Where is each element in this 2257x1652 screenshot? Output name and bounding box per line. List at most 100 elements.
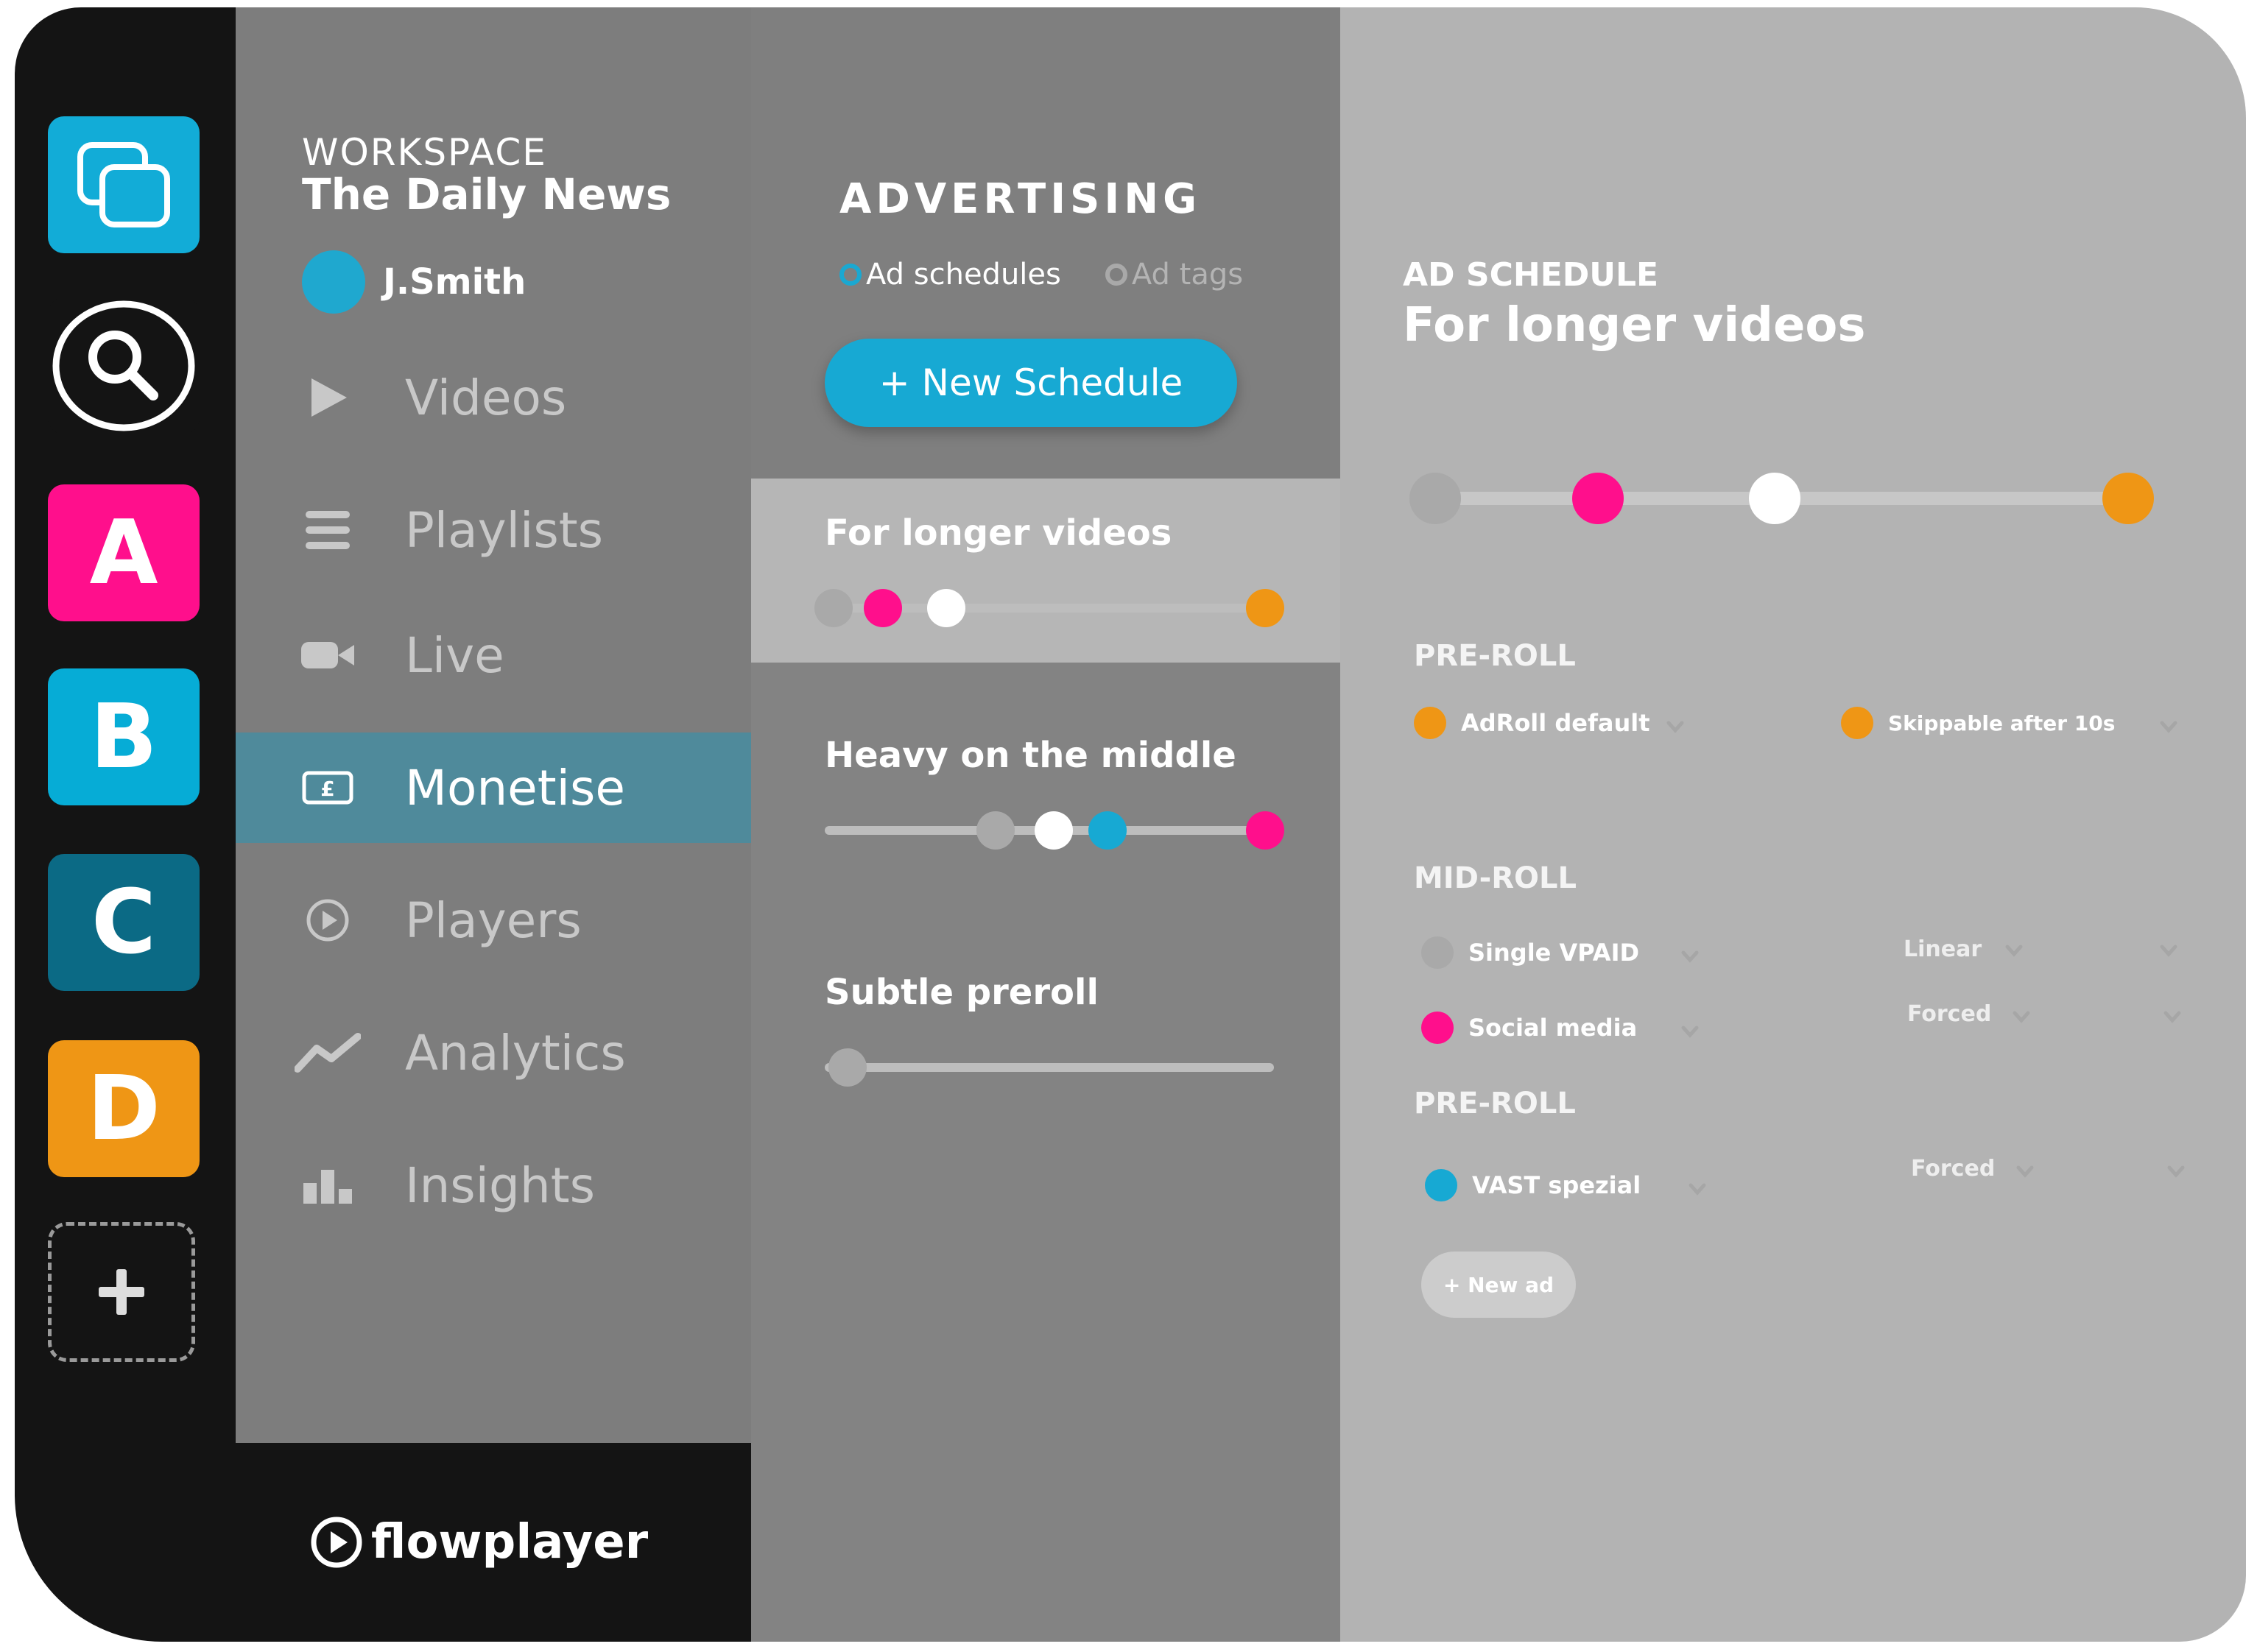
ad-marker	[1841, 707, 1873, 739]
ad-type-label: Linear	[1904, 936, 1982, 962]
workspace-tile-a[interactable]: A	[48, 484, 200, 621]
nav-item-label: Players	[405, 892, 582, 949]
section-title: ADVERTISING	[839, 175, 1202, 223]
nav-item-videos[interactable]: Videos	[236, 342, 751, 453]
timeline-marker[interactable]	[2102, 473, 2154, 524]
bar-chart-icon	[295, 1152, 361, 1218]
library-icon	[77, 142, 170, 227]
new-ad-button[interactable]: + New ad	[1421, 1252, 1576, 1318]
nav-item-insights[interactable]: Insights	[236, 1130, 751, 1240]
ad-item[interactable]: Social media	[1421, 1012, 1637, 1044]
ad-name: VAST spezial	[1472, 1171, 1641, 1199]
timeline-marker[interactable]	[1035, 811, 1074, 850]
chevron-down-icon[interactable]	[1686, 1178, 1708, 1200]
radio-icon	[839, 264, 862, 286]
ad-marker	[1425, 1169, 1457, 1201]
workspace-tile-d[interactable]: D	[48, 1040, 200, 1177]
group-heading: PRE-ROLL	[1414, 1087, 1576, 1120]
camera-icon	[295, 622, 361, 688]
ad-item[interactable]: AdRoll default	[1414, 707, 1650, 739]
user-name: J.Smith	[383, 261, 527, 303]
nav-item-players[interactable]: Players	[236, 865, 751, 975]
play-icon	[295, 364, 361, 431]
chevron-down-icon[interactable]	[2161, 1006, 2183, 1028]
ad-name: AdRoll default	[1461, 709, 1650, 737]
chevron-down-icon[interactable]	[1679, 945, 1701, 967]
schedule-timeline	[825, 1048, 1274, 1087]
radio-icon	[1105, 264, 1127, 286]
app-window: A B C D WORKSPACE The Daily News J.Smith…	[15, 7, 2246, 1642]
nav-item-live[interactable]: Live	[236, 600, 751, 710]
avatar	[302, 250, 365, 314]
library-button[interactable]	[48, 116, 200, 253]
chevron-down-icon[interactable]	[2014, 1160, 2036, 1182]
timeline-marker[interactable]	[1245, 811, 1284, 850]
tab-label: Ad tags	[1131, 258, 1244, 292]
detail-kicker: AD SCHEDULE	[1403, 256, 1659, 294]
brand-name: flowplayer	[371, 1515, 649, 1570]
svg-text:£: £	[320, 777, 334, 801]
ad-name: Single VPAID	[1468, 939, 1640, 967]
timeline-marker[interactable]	[864, 589, 903, 627]
workspace-rail: A B C D	[15, 7, 236, 1642]
timeline-marker[interactable]	[1409, 473, 1462, 524]
advertising-tabs: Ad schedules Ad tags	[839, 258, 1243, 292]
schedule-list: Heavy on the middle Subtle preroll	[751, 663, 1340, 1642]
workspace-letter: C	[91, 871, 157, 974]
chevron-down-icon[interactable]	[1664, 716, 1686, 738]
timeline-marker[interactable]	[828, 1048, 867, 1087]
timeline-marker[interactable]	[814, 589, 853, 627]
timeline-marker[interactable]	[926, 589, 965, 627]
timeline-marker[interactable]	[1088, 811, 1127, 850]
user-profile[interactable]: J.Smith	[302, 250, 526, 314]
chevron-down-icon[interactable]	[2010, 1006, 2032, 1028]
plus-icon	[99, 1269, 144, 1315]
workspace-name: The Daily News	[302, 169, 672, 219]
add-workspace-button[interactable]	[48, 1222, 195, 1362]
tab-label: Ad schedules	[866, 258, 1061, 292]
workspace-tile-c[interactable]: C	[48, 854, 200, 991]
workspace-letter: B	[90, 685, 158, 788]
schedule-card[interactable]: Subtle preroll	[825, 972, 1296, 1097]
timeline-marker[interactable]	[1572, 473, 1624, 524]
timeline-marker[interactable]	[1245, 589, 1284, 627]
ad-item[interactable]: VAST spezial	[1425, 1169, 1641, 1201]
nav-item-label: Monetise	[405, 759, 625, 816]
ad-item[interactable]: Single VPAID	[1421, 936, 1639, 969]
schedule-card[interactable]: Heavy on the middle	[825, 735, 1296, 860]
nav-item-playlists[interactable]: Playlists	[236, 475, 751, 585]
ad-name: Social media	[1468, 1014, 1638, 1042]
chevron-down-icon[interactable]	[2165, 1160, 2187, 1182]
tab-ad-tags[interactable]: Ad tags	[1105, 258, 1243, 292]
new-schedule-button[interactable]: + New Schedule	[825, 339, 1237, 427]
tab-ad-schedules[interactable]: Ad schedules	[839, 258, 1061, 292]
list-icon	[295, 497, 361, 563]
schedule-selected-row: For longer videos	[751, 479, 1340, 663]
schedule-card[interactable]: For longer videos	[814, 512, 1296, 638]
detail-title: For longer videos	[1403, 298, 1866, 353]
chevron-down-icon[interactable]	[1679, 1020, 1701, 1042]
workspace-label: WORKSPACE	[302, 131, 547, 174]
nav-item-label: Analytics	[405, 1024, 626, 1081]
ad-marker	[1421, 936, 1454, 969]
timeline-marker[interactable]	[976, 811, 1015, 850]
workspace-letter: D	[87, 1057, 161, 1160]
ad-name: Skippable after 10s	[1888, 710, 2116, 735]
search-button[interactable]	[48, 297, 200, 434]
chevron-down-icon[interactable]	[2158, 716, 2180, 738]
workspace-tile-b[interactable]: B	[48, 668, 200, 805]
nav-item-analytics[interactable]: Analytics	[236, 998, 751, 1108]
ad-marker	[1414, 707, 1446, 739]
chevron-down-icon[interactable]	[2158, 939, 2180, 961]
schedule-name: Heavy on the middle	[825, 735, 1236, 776]
nav-item-label: Videos	[405, 369, 567, 426]
schedule-timeline	[825, 811, 1284, 850]
ad-item[interactable]: Skippable after 10s	[1841, 707, 2115, 739]
play-circle-icon	[295, 887, 361, 953]
chevron-down-icon[interactable]	[2003, 939, 2025, 961]
timeline-marker[interactable]	[1749, 473, 1800, 524]
ad-type-label: Forced	[1911, 1156, 1996, 1182]
workspace-letter: A	[89, 501, 158, 604]
search-icon	[52, 300, 195, 431]
nav-item-monetise[interactable]: £ Monetise	[236, 733, 751, 843]
